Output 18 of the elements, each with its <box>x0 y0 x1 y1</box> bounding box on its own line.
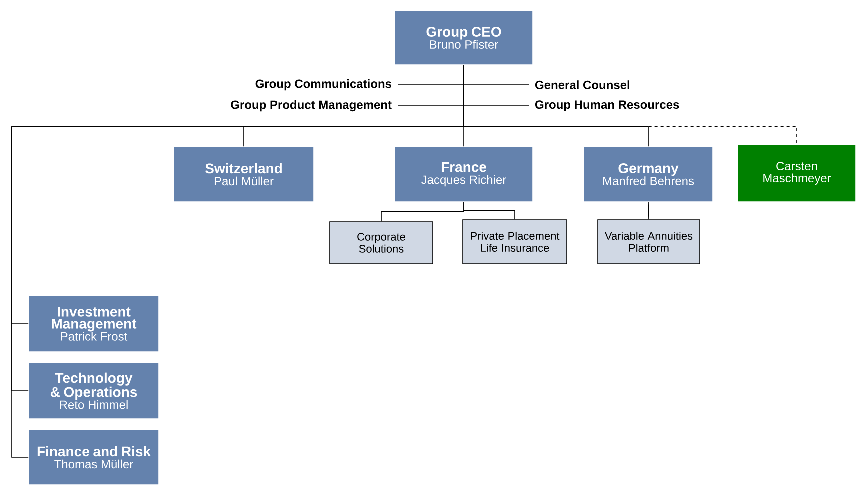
sub-unit-box: Variable Annuities Platform <box>598 220 700 264</box>
unit-box: Switzerland Paul Müller <box>174 146 314 202</box>
sub-unit-box: Corporate Solutions <box>330 222 434 264</box>
connector-line <box>12 65 464 458</box>
connector-line <box>648 202 650 220</box>
staff-function-label: Group Human Resources <box>536 100 680 112</box>
unit-box: Group CEO Bruno Pfister <box>394 10 534 66</box>
unit-box: Germany Manfred Behrens <box>584 146 714 202</box>
unit-box: Finance and Risk Thomas Müller <box>28 430 160 485</box>
connector-line <box>464 202 516 220</box>
unit-box: Investment Management Patrick Frost <box>28 296 160 352</box>
staff-function-label: General Counsel <box>536 80 630 90</box>
staff-function-label: Group Product Management <box>231 100 392 112</box>
unit-box: Technology & Operations Reto Himmel <box>28 362 160 420</box>
unit-box: Carsten Maschmeyer <box>738 144 856 202</box>
sub-unit-box: Private Placement Life Insurance <box>462 220 568 264</box>
unit-box: France Jacques Richier <box>394 146 534 202</box>
staff-function-label: Group Communications <box>256 79 392 91</box>
